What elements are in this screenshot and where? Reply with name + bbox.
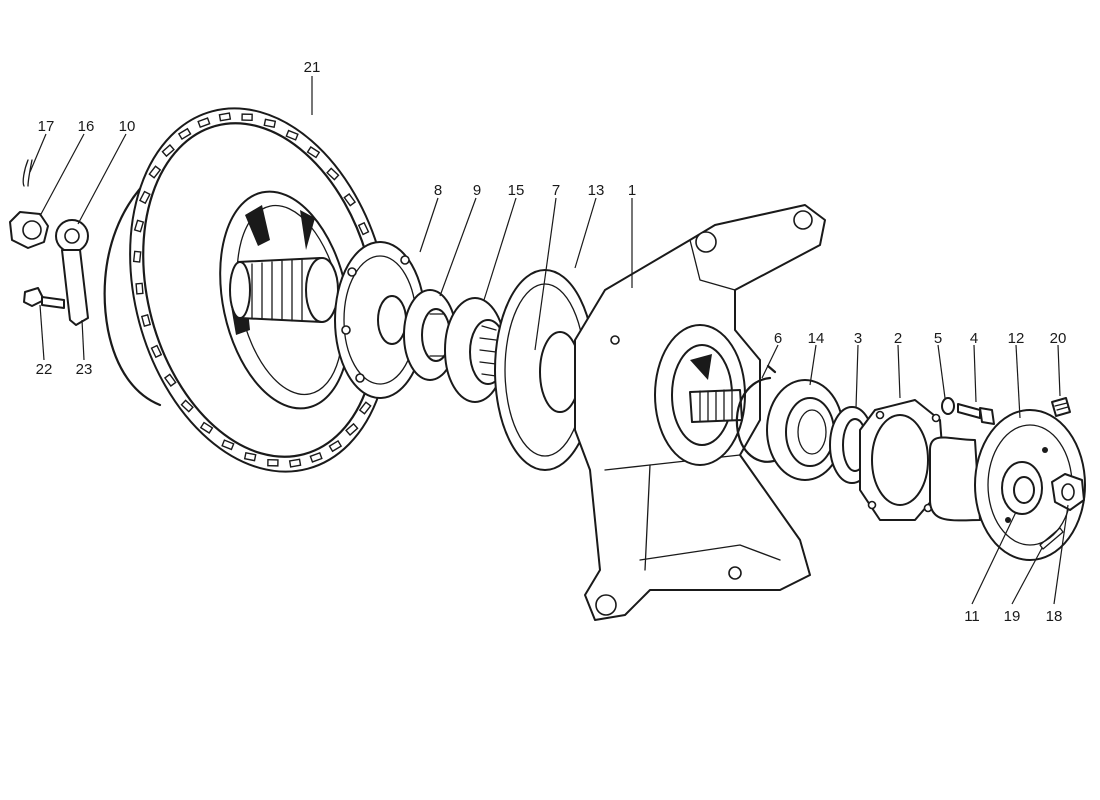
callout-5: 5	[934, 330, 942, 347]
outer-bearing	[766, 379, 844, 481]
callout-14: 14	[808, 330, 825, 347]
vent-slot	[161, 144, 175, 158]
callout-11: 11	[964, 608, 980, 625]
vent-slot	[218, 112, 232, 122]
vent-slot	[285, 129, 299, 141]
castle-nut	[1051, 473, 1085, 511]
bolt-and-washer	[941, 397, 995, 425]
callout-21: 21	[304, 59, 321, 76]
tab-washer-10-23	[55, 219, 89, 326]
callout-23: 23	[76, 361, 93, 378]
callout-9: 9	[473, 182, 481, 199]
vent-slot	[243, 451, 257, 462]
vent-slot	[345, 422, 359, 436]
vent-slot	[357, 221, 370, 236]
callout-1: 1	[628, 182, 636, 199]
callout-10: 10	[119, 118, 136, 135]
circlip	[735, 364, 787, 463]
hub-carrier	[574, 204, 826, 621]
vent-slot	[221, 439, 235, 451]
inner-bearing	[403, 289, 457, 381]
vent-slot	[306, 146, 321, 159]
callout-2: 2	[894, 330, 902, 347]
split-pin-19	[1039, 527, 1064, 550]
bearing-cage	[444, 297, 507, 403]
callout-7: 7	[552, 182, 560, 199]
vent-slot	[138, 190, 151, 205]
vent-slot	[140, 314, 152, 327]
vent-slot	[267, 459, 279, 467]
callout-labels: 21 17 16 10 22 23 8 9 15 7 13 1 6 14 3 2…	[36, 59, 1067, 625]
grub-screw	[1051, 397, 1071, 417]
vent-slot	[328, 439, 343, 453]
split-pin-17	[22, 159, 33, 187]
vent-slot	[150, 344, 163, 359]
callout-13: 13	[588, 182, 605, 199]
leader-lines	[29, 76, 1069, 605]
vent-slot	[163, 373, 177, 387]
vent-slot	[241, 113, 253, 121]
vent-slot	[177, 127, 192, 141]
bolt-22	[23, 287, 65, 309]
splined-axle	[229, 257, 339, 323]
callout-8: 8	[434, 182, 442, 199]
vent-slot	[358, 401, 372, 415]
drive-flange	[929, 409, 1086, 561]
vent-slot	[197, 117, 211, 129]
vent-slot	[135, 282, 144, 295]
vent-slot	[343, 193, 357, 207]
callout-17: 17	[38, 118, 55, 135]
vent-slot	[263, 118, 277, 129]
callout-15: 15	[508, 182, 525, 199]
vent-slot	[309, 451, 323, 463]
callout-4: 4	[970, 330, 978, 347]
vent-slot	[133, 219, 145, 233]
vent-slot	[148, 165, 162, 179]
retaining-plate	[859, 399, 946, 521]
vent-slot	[199, 421, 214, 434]
callout-19: 19	[1004, 608, 1021, 625]
vent-slot	[288, 458, 302, 468]
castellated-nut-16	[9, 211, 49, 249]
callout-6: 6	[774, 330, 782, 347]
vent-slot	[132, 250, 142, 263]
vent-slot	[326, 167, 340, 181]
callout-20: 20	[1050, 330, 1067, 347]
callout-22: 22	[36, 361, 53, 378]
callout-12: 12	[1008, 330, 1025, 347]
vent-slot	[180, 399, 194, 413]
callout-18: 18	[1046, 608, 1063, 625]
callout-16: 16	[78, 118, 95, 135]
callout-3: 3	[854, 330, 862, 347]
